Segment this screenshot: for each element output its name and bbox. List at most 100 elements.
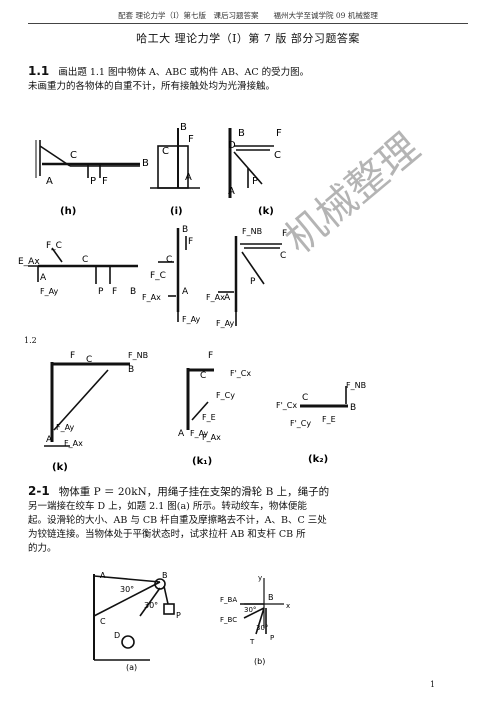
caption-k2b: (k₂) — [308, 454, 328, 465]
question-text-line1: 物体重 P ＝ 20kN，用绳子挂在支架的滑轮 B 上，绳子的 — [58, 486, 330, 498]
label-k1-F: F — [208, 351, 213, 361]
label-21b-FBA: F_BA — [220, 596, 237, 604]
label-fbd-i-C: C — [166, 255, 172, 265]
label-21a-B: B — [162, 571, 168, 580]
caption-k2: (k) — [52, 462, 68, 473]
header-rule — [28, 23, 468, 24]
question-1-1: 1.1 画出题 1.1 图中物体 A、ABC 或构件 AB、AC 的受力图。 未… — [28, 64, 468, 94]
label-21a-P: P — [176, 611, 181, 620]
label-fbd-i-FAx: F_Ax — [142, 293, 161, 302]
caption-h: (h) — [60, 206, 76, 217]
label-fbd-i-FAy: F_Ay — [182, 315, 201, 324]
figure-k2 — [300, 386, 348, 408]
label-k1-A: A — [178, 429, 185, 439]
label-i-A: A — [185, 172, 192, 183]
label-k2-C: C — [86, 355, 92, 365]
label-k1-FCx: F'_Cx — [230, 369, 251, 378]
question-2-1: 2-1 物体重 P ＝ 20kN，用绳子挂在支架的滑轮 B 上，绳子的 另一端接… — [28, 484, 468, 556]
label-k2b-FE: F_E — [322, 415, 336, 424]
label-k1-C: C — [200, 371, 206, 381]
label-21b-P: P — [270, 634, 274, 642]
label-k2b-FNB: F_NB — [346, 381, 366, 390]
label-fbd-i-FC: F_C — [150, 271, 166, 281]
figure-k1 — [186, 368, 214, 430]
figure-2-1b — [240, 578, 284, 635]
label-fbd-k-P: P — [250, 277, 256, 287]
label-i-B: B — [180, 122, 187, 133]
fbd-i — [158, 228, 187, 322]
question-text-line5: 的力。 — [28, 543, 57, 554]
figure-2-1: A B 30° 30° C D P (a) y B x F_BA F_BC 30… — [93, 571, 290, 672]
question-text-line1: 画出题 1.1 图中物体 A、ABC 或构件 AB、AC 的受力图。 — [58, 67, 310, 78]
label-fbd-h-F: F — [112, 287, 117, 297]
label-k1-FAy: F_Ay — [190, 429, 209, 438]
figure-row-k: F C F_NB B F_Ay A F_Ax (k) F C F'_Cx F_C… — [44, 351, 366, 473]
label-k-D: D — [228, 140, 236, 151]
question-text-line3: 起。设滑轮的大小、AB 与 CB 杆自重及摩擦略去不计，A、B、C 三处 — [28, 515, 327, 526]
figure-row-free-body: F_C E_Ax C A F_Ay P F B B F F_C C F_Ax A… — [18, 225, 287, 328]
label-21a-A: A — [100, 571, 106, 580]
label-k-B: B — [238, 128, 245, 139]
label-21a-C: C — [100, 617, 106, 626]
label-k2-FAx: F_Ax — [64, 439, 83, 448]
label-fbd-k-FAy: F_Ay — [216, 319, 235, 328]
label-k2-B: B — [128, 365, 134, 375]
caption-i: (i) — [170, 206, 183, 217]
label-21b-B: B — [268, 593, 274, 602]
label-21b-T: T — [249, 638, 255, 646]
figure-h — [35, 140, 140, 178]
label-fbd-k-A: A — [224, 293, 231, 303]
label-h-A: A — [46, 176, 53, 187]
label-fbd-i-F: F — [188, 237, 193, 247]
caption-21a: (a) — [126, 663, 137, 672]
label-21b-30a: 30° — [244, 606, 256, 614]
label-fbd-h-P: P — [98, 287, 104, 297]
label-k2b-FCx: F'_Cx — [276, 401, 297, 410]
label-i-C: C — [162, 146, 169, 157]
label-h-C: C — [70, 150, 77, 161]
running-header: 配套 理论力学（I）第七版 课后习题答案 福州大学至诚学院 09 机械整理 — [118, 11, 378, 20]
label-21b-30b: 30° — [256, 624, 268, 632]
section-mark: 1.2 — [24, 336, 37, 345]
label-k-C: C — [274, 150, 281, 161]
label-fbd-k-C: C — [280, 251, 286, 261]
fbd-h — [28, 247, 138, 284]
question-text-line2: 另一端接在绞车 D 上，如题 2.1 图(a) 所示。转动绞车，物体便能 — [28, 501, 307, 512]
label-k-F: F — [276, 128, 282, 139]
label-21b-FBC: F_BC — [220, 616, 237, 624]
page-title: 哈工大 理论力学（I）第 7 版 部分习题答案 — [136, 32, 360, 45]
fbd-k — [218, 236, 282, 326]
question-number: 2-1 — [28, 484, 50, 498]
caption-21b: (b) — [254, 657, 265, 666]
label-21a-30a: 30° — [120, 585, 134, 594]
label-21b-y: y — [258, 574, 262, 582]
label-k2-F: F — [70, 351, 75, 361]
label-fbd-k-F: F — [282, 229, 287, 239]
label-i-F: F — [188, 134, 194, 145]
question-text-line2: 未画重力的各物体的自重不计，所有接触处均为光滑接触。 — [28, 81, 276, 92]
label-fbd-k-FAx: F_Ax — [206, 293, 225, 302]
label-fbd-i-A: A — [182, 287, 189, 297]
figure-row-original: C A P F B (h) B F C A (i) B D F C P A (k… — [35, 122, 282, 217]
caption-k: (k) — [258, 206, 274, 217]
label-fbd-h-EAx: E_Ax — [18, 257, 40, 267]
label-h-F: F — [102, 176, 108, 187]
question-number: 1.1 — [28, 64, 50, 78]
label-k1-FCy: F_Cy — [216, 391, 235, 400]
label-fbd-h-FC: F_C — [46, 241, 62, 251]
figure-k — [228, 128, 274, 198]
label-h-P: P — [90, 176, 96, 187]
label-k-A: A — [228, 186, 235, 197]
label-k2b-C: C — [302, 393, 308, 403]
label-k1-FE: F_E — [202, 413, 216, 422]
figure-k-frame — [44, 362, 130, 447]
caption-k1: (k₁) — [192, 456, 212, 467]
label-k2-FAy: F_Ay — [56, 423, 75, 432]
label-k1-FAx: F_Ax — [202, 433, 221, 442]
label-k2-A: A — [46, 435, 53, 445]
label-fbd-h-FAy: F_Ay — [40, 287, 59, 296]
label-21b-x: x — [286, 602, 290, 610]
label-k2b-FCy: F'_Cy — [290, 419, 311, 428]
label-h-B: B — [142, 158, 149, 169]
label-fbd-k-FNB: F_NB — [242, 227, 262, 236]
